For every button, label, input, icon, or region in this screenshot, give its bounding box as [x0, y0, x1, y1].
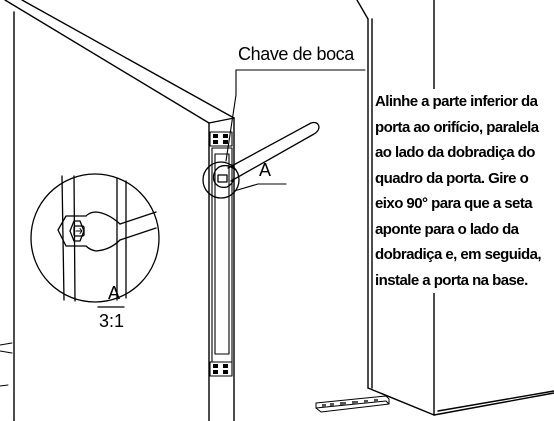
- instruction-line: dobradiça e, em seguida,: [375, 242, 554, 268]
- door-panel: [4, 0, 235, 421]
- detail-scale-ratio: 3:1: [99, 311, 125, 331]
- detail-scale-letter: A: [108, 283, 121, 303]
- instruction-line: ao lado da dobradiça do: [375, 140, 554, 166]
- left-edge-fragments: [0, 342, 13, 387]
- instruction-line: Alinhe a parte inferior da: [375, 89, 554, 115]
- instruction-line: quadro da porta. Gire o: [375, 165, 554, 191]
- leader-lines: [225, 69, 366, 192]
- instruction-line: eixo 90° para que a seta: [375, 191, 554, 217]
- instruction-line: porta ao orifício, paralela: [375, 114, 554, 140]
- detail-marker-label: A: [259, 160, 272, 180]
- detail-view-a: [30, 173, 160, 303]
- base-plate: [315, 395, 390, 413]
- instruction-text: Alinhe a parte inferior da porta ao orif…: [375, 89, 554, 293]
- door-hinge-slot: [209, 131, 233, 377]
- wrench-label: Chave de boca: [238, 44, 354, 64]
- instruction-line: aponte para o lado da: [375, 216, 554, 242]
- detail-circle-small: [202, 161, 240, 199]
- wrench: [212, 121, 320, 189]
- instruction-line: instale a porta na base.: [375, 267, 554, 293]
